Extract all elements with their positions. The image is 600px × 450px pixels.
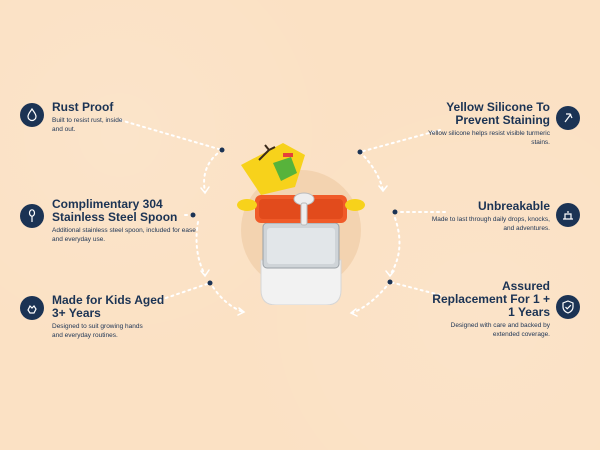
feature-desc: Made to last through daily drops, knocks… — [431, 216, 550, 232]
feature-desc: Additional stainless steel spoon, includ… — [52, 227, 196, 243]
feature-title: Assured Replacement For 1 + 1 Years — [432, 279, 550, 319]
impact-icon — [556, 203, 580, 227]
droplet-shield-icon — [20, 103, 44, 127]
feature-title: Yellow Silicone To Prevent Staining — [446, 100, 550, 127]
feature-desc: Yellow silicone helps resist visible tur… — [428, 130, 550, 146]
feature-title: Complimentary 304 Stainless Steel Spoon — [52, 197, 178, 224]
spoon-icon — [20, 204, 44, 228]
feature-title: Made for Kids Aged 3+ Years — [52, 293, 165, 320]
feature-title: Unbreakable — [477, 199, 550, 213]
feature-desc: Designed with care and backed by extende… — [450, 322, 550, 338]
shield-check-icon — [556, 295, 580, 319]
lunchbox-illustration — [237, 143, 365, 305]
feature-desc: Built to resist rust, inside and out. — [52, 117, 123, 133]
stain-shield-icon — [556, 106, 580, 130]
feature-title: Rust Proof — [52, 100, 114, 114]
hand-icon — [20, 296, 44, 320]
feature-desc: Designed to suit growing hands and every… — [52, 323, 143, 339]
